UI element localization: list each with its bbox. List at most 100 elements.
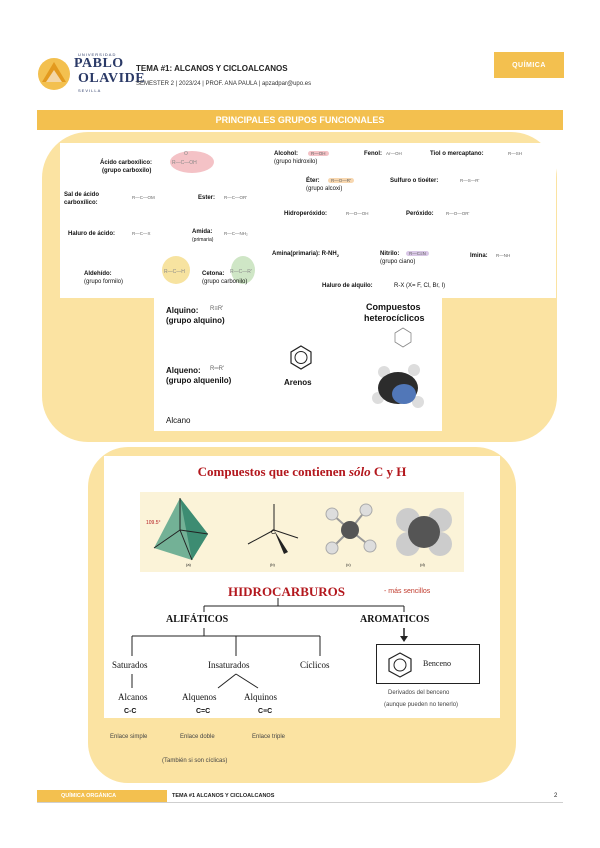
label-alquino: Alquino:	[166, 306, 199, 315]
double-bond-formula: C=C	[196, 708, 211, 715]
label-hidroperoxido: Hidroperóxido:	[284, 211, 327, 217]
triple-bond-formula: C≡C	[258, 708, 273, 715]
svg-text:C: C	[271, 530, 276, 536]
formula-fenol: Ar—OH	[386, 151, 402, 156]
label-eter-sub: (grupo alcoxi)	[306, 186, 343, 192]
classification-tree-lines	[131, 598, 408, 689]
space-filling-model-icon	[396, 508, 452, 556]
svg-text:R—C—R': R—C—R'	[230, 269, 252, 275]
pyridine-ring-icon	[394, 327, 412, 348]
heterocyclic-box: Compuestos heterocíclicos	[340, 296, 442, 431]
formula-nitrilo: R—C≡N	[406, 251, 429, 256]
label-peroxido: Peróxido:	[406, 211, 434, 217]
formula-haluro-acido: R—C—X	[132, 231, 151, 236]
benceno-label: Benceno	[423, 659, 451, 668]
label-sal-1: Sal de ácido	[64, 192, 100, 198]
label-nitrilo-sub: (grupo ciano)	[380, 259, 416, 265]
fig-label-b: (b)	[270, 562, 275, 567]
enlace-triple-note: Enlace triple	[252, 734, 286, 740]
label-cetona: Cetona:	[202, 271, 225, 277]
label-alqueno: Alqueno:	[166, 366, 201, 375]
label-nitrilo: Nitrilo:	[380, 251, 400, 257]
hydrocarbons-chart: Compuestos que contienen sólo C y H 109.…	[104, 456, 500, 718]
label-acido-sub: (grupo carboxilo)	[102, 168, 152, 174]
footer-topic: TEMA #1 ALCANOS Y CICLOALCANOS	[172, 793, 275, 799]
single-bond-formula: C-C	[124, 708, 137, 715]
svg-text:R—C—H: R—C—H	[164, 269, 185, 275]
aromaticos-label: AROMATICOS	[360, 614, 430, 625]
tetrahedral-model-icon	[153, 498, 209, 561]
saturados-label: Saturados	[112, 660, 148, 670]
label-imina: Imina:	[470, 253, 488, 259]
derivados-label-2: (aunque pueden no tenerlo)	[384, 702, 459, 708]
label-haluro-alquilo: Haluro de alquilo:	[322, 283, 373, 289]
formula-alquino: R≡R'	[210, 306, 224, 312]
formula-amida: R—C—NH₂	[224, 231, 248, 236]
logo-tiny-top: UNIVERSIDAD	[78, 52, 117, 57]
formula-ester: R—C—OR'	[224, 195, 248, 200]
derivados-label-1: Derivados del benceno	[388, 690, 450, 696]
benceno-box: Benceno	[376, 644, 480, 684]
logo-word-1: PABLO	[74, 56, 124, 71]
insaturados-label: Insaturados	[208, 660, 250, 670]
label-alcohol-sub: (grupo hidroxilo)	[274, 159, 318, 165]
carboxyl-highlight-icon: R—C—OH O	[170, 151, 214, 173]
label-arenos: Arenos	[284, 378, 312, 387]
fig-label-a: (a)	[186, 562, 191, 567]
label-aldehido-sub: (grupo formilo)	[84, 279, 124, 285]
label-fenol: Fenol:	[364, 151, 382, 157]
label-tiol: Tiol o mercaptano:	[430, 151, 484, 157]
label-heterociclicos-1: Compuestos	[366, 302, 421, 312]
logo-tiny-bottom: SEVILLA	[78, 88, 102, 93]
svg-text:O: O	[184, 151, 188, 157]
ciclicas-note: (También si son cíclicas)	[162, 758, 228, 764]
label-heterociclicos-2: heterocíclicos	[364, 313, 425, 323]
label-eter: Éter:	[306, 178, 320, 184]
page-number: 2	[554, 793, 558, 799]
footer-course: QUÍMICA ORGÁNICA	[37, 790, 167, 802]
formula-sulfuro: R—S—R'	[460, 178, 480, 183]
ciclicos-label: Cíclicos	[300, 660, 330, 670]
alquenos-label: Alquenos	[182, 692, 217, 702]
formula-alqueno: R═R'	[210, 366, 225, 372]
label-haluro-acido: Haluro de ácido:	[68, 231, 116, 237]
document-title: TEMA #1: ALCANOS Y CICLOALCANOS	[136, 64, 288, 73]
label-alquino-sub: (grupo alquino)	[166, 316, 225, 325]
formula-eter: R—O—R'	[328, 178, 354, 183]
benzene-ring-icon	[388, 652, 412, 678]
subject-tag: QUÍMICA	[494, 52, 564, 78]
document-subtitle: SEMESTER 2 | 2023/24 | PROF. ANA PAULA |…	[136, 81, 312, 87]
section-banner: PRINCIPALES GRUPOS FUNCIONALES	[37, 110, 563, 130]
formula-hidroperoxido: R—O—OH	[346, 211, 369, 216]
university-logo: UNIVERSIDAD PABLO OLAVIDE SEVILLA	[36, 52, 145, 96]
label-sulfuro: Sulfuro o tioéter:	[390, 178, 439, 184]
svg-text:R—C—OH: R—C—OH	[172, 160, 197, 166]
carbonyl-highlight-icon: R—C—R'	[230, 256, 255, 284]
label-alcano: Alcano	[166, 416, 191, 425]
label-aldehido: Aldehído:	[84, 271, 112, 277]
label-acido: Ácido carboxílico:	[100, 160, 153, 166]
footer-divider	[37, 802, 563, 803]
formyl-highlight-icon: R—C—H	[162, 256, 190, 284]
label-cetona-sub: (grupo carbonilo)	[202, 279, 248, 285]
benzene-ring-icon	[290, 345, 312, 370]
heterocycle-model-icon	[372, 364, 424, 408]
enlace-doble-note: Enlace doble	[180, 734, 215, 740]
hydrocarbon-types-box: Alquino: R≡R' (grupo alquino) Alqueno: R…	[154, 296, 340, 431]
alquinos-label: Alquinos	[244, 692, 278, 702]
label-alcohol: Alcohol:	[274, 151, 298, 157]
formula-haluro-alquilo: R-X (X= F, Cl, Br, I)	[394, 283, 446, 289]
formula-tiol: R—SH	[508, 151, 523, 156]
bond-angle-label: 109.5°	[146, 520, 161, 526]
formula-imina: R—NH	[496, 253, 511, 258]
fig-label-d: (d)	[420, 562, 425, 567]
fig-label-c: (c)	[346, 562, 351, 567]
label-ester: Ester:	[198, 195, 216, 201]
label-amina: Amina(primaria): R-NH2	[272, 251, 339, 259]
hidrocarburos-note: - más sencillos	[384, 588, 431, 595]
wedge-dash-model-icon: C	[247, 504, 299, 554]
formula-alcohol: R—OH	[308, 151, 329, 156]
alcanos-label: Alcanos	[118, 692, 148, 702]
label-amida: Amida:	[192, 229, 213, 235]
functional-groups-table: R—C—OH O Ácido carboxílico: (grupo carbo…	[60, 143, 556, 298]
